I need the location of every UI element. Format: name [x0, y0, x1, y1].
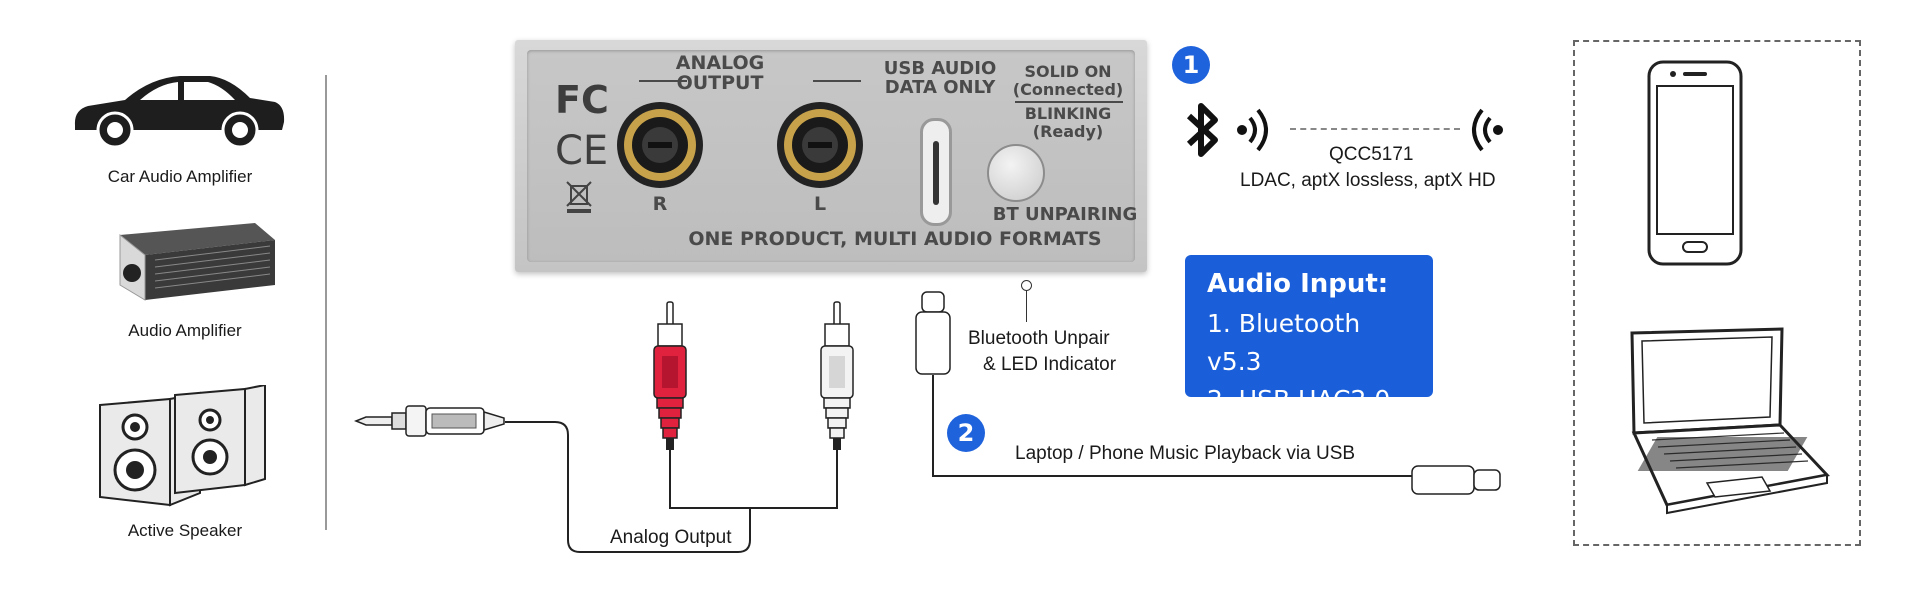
rca-jack-right[interactable]: [615, 100, 705, 190]
audio-input-title: Audio Input:: [1207, 269, 1389, 299]
audio-input-item-usb: 2. USB UAC2.0: [1207, 385, 1391, 414]
car-icon: [74, 76, 285, 149]
device-car-label: Car Audio Amplifier: [107, 167, 253, 186]
rca-jack-left[interactable]: [775, 100, 865, 190]
ce-logo-icon: CE: [555, 128, 609, 174]
wireless-signal-in-icon: [1472, 108, 1503, 152]
device-amplifier-label: Audio Amplifier: [128, 321, 242, 340]
device-back-panel: FC CE ANALOG OUTPUT R L USB AUDIO DATA O…: [515, 40, 1147, 272]
speaker-icon: [99, 383, 266, 507]
bluetooth-step-badge: 1: [1172, 46, 1210, 84]
unpair-annotation-line1: Bluetooth Unpair: [968, 328, 1110, 349]
audio-input-box: Audio Input: 1. Bluetooth v5.3 2. USB UA…: [1185, 255, 1433, 414]
usb-audio-label: USB AUDIO DATA ONLY: [883, 58, 997, 98]
solid-on-label: SOLID ON: [1024, 62, 1112, 81]
device-speaker: Active Speaker: [75, 383, 295, 545]
vertical-divider: [325, 75, 327, 530]
status-divider: [1015, 101, 1123, 103]
usb-playback-label: Laptop / Phone Music Playback via USB: [1015, 443, 1356, 464]
aux-3-5mm-plug-icon: [353, 405, 505, 437]
smartphone-icon: [1647, 60, 1743, 266]
amplifier-icon: [119, 223, 275, 301]
laptop-icon: [1630, 327, 1830, 515]
weee-bin-icon: [566, 181, 592, 213]
rca-plug-red-icon: [653, 301, 687, 450]
bt-unpair-button[interactable]: [987, 144, 1045, 202]
bluetooth-chip-label: QCC5171: [1329, 144, 1414, 165]
analog-line-left: [639, 80, 687, 82]
usb-c-plug-host-icon: [1411, 465, 1501, 495]
analog-output-caption: Analog Output: [606, 527, 736, 549]
unpair-pointer-dot: [1021, 280, 1032, 291]
jack-right-label: R: [652, 193, 668, 215]
blinking-label: BLINKING: [1024, 104, 1112, 123]
tagline-label: ONE PRODUCT, MULTI AUDIO FORMATS: [688, 228, 1102, 250]
ready-label: (Ready): [1032, 122, 1104, 141]
unpair-annotation-line2: & LED Indicator: [983, 354, 1117, 375]
device-speaker-label: Active Speaker: [127, 521, 243, 540]
wireless-signal-out-icon: [1237, 108, 1268, 152]
rca-plug-white-icon: [820, 301, 854, 450]
bluetooth-codecs-label: LDAC, aptX lossless, aptX HD: [1240, 170, 1496, 191]
analog-output-label: ANALOG OUTPUT: [675, 52, 765, 94]
bt-unpairing-label: BT UNPAIRING: [992, 204, 1138, 225]
source-devices-box: [1573, 40, 1861, 546]
fc-logo-icon: FC: [555, 78, 609, 122]
analog-line-right: [813, 80, 861, 82]
jack-left-label: L: [813, 193, 827, 215]
connected-label: (Connected): [1012, 80, 1124, 99]
device-amplifier: Audio Amplifier: [75, 215, 295, 345]
usb-c-plug-device-icon: [915, 291, 951, 375]
bluetooth-icon: [1186, 103, 1218, 157]
usb-step-badge: 2: [947, 414, 985, 452]
audio-input-item-bluetooth: 1. Bluetooth v5.3: [1207, 309, 1361, 376]
wireless-link-dashes: [1290, 128, 1460, 130]
usb-c-port[interactable]: [920, 118, 952, 226]
device-car: Car Audio Amplifier: [70, 70, 290, 186]
unpair-pointer-line: [1026, 290, 1027, 322]
